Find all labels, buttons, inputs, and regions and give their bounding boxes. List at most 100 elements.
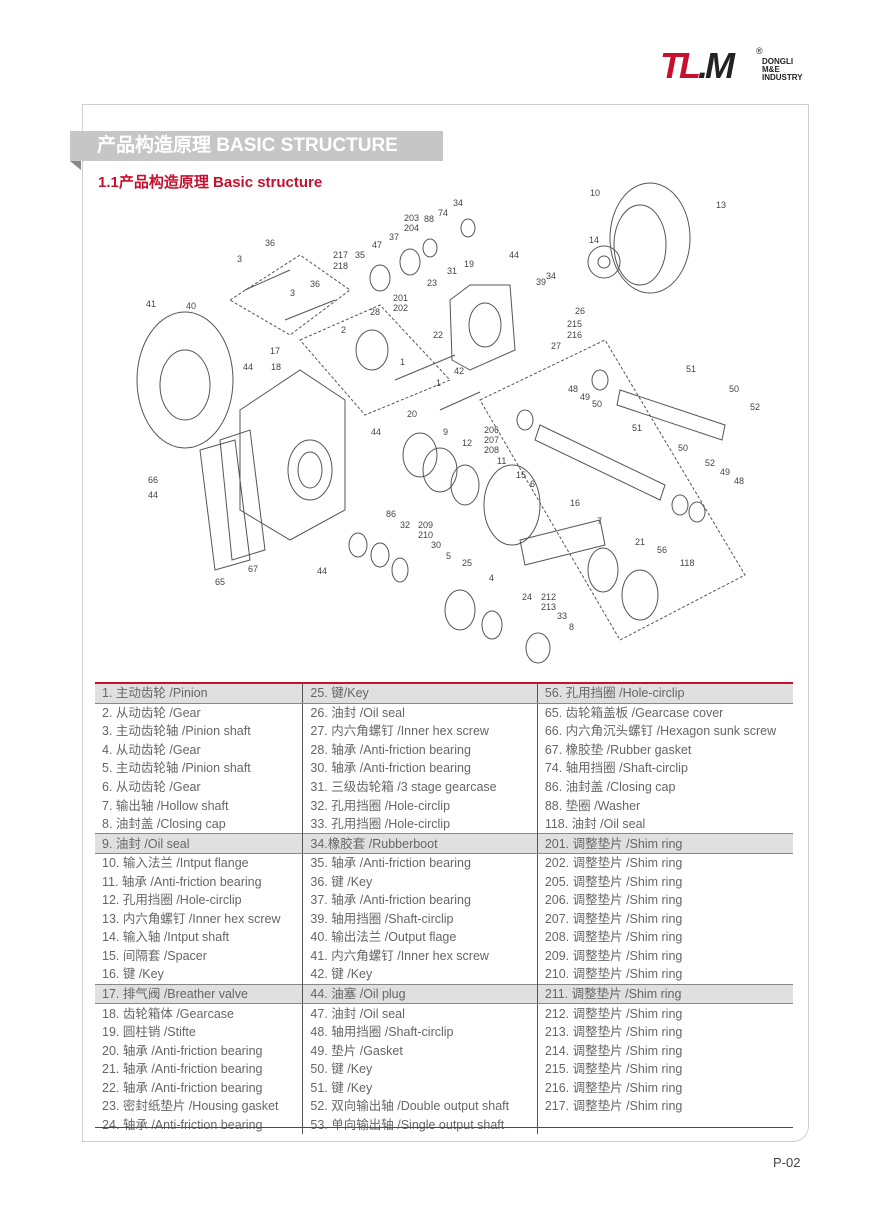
callout-label: 1 — [436, 378, 441, 388]
diagram-parts — [136, 182, 726, 664]
callout-label: 37 — [389, 232, 399, 242]
part-cell: 201. 调整垫片 /Shim ring — [536, 833, 793, 854]
part-cell: 11. 轴承 /Anti-friction bearing — [102, 874, 262, 889]
logo-line: M&E — [762, 65, 780, 74]
part-cell: 52. 双向输出轴 /Double output shaft — [302, 1097, 538, 1116]
callout-label: 204 — [404, 223, 419, 233]
callout-label: 9 — [443, 427, 448, 437]
part-cell: 214. 调整垫片 /Shim ring — [536, 1041, 793, 1060]
part-cell: 53. 单向输出轴 /Single output shaft — [302, 1115, 538, 1135]
part-cell: 16. 键 /Key — [102, 967, 164, 982]
callout-label: 51 — [632, 423, 642, 433]
double-output-shaft — [616, 389, 726, 441]
callout-label: 66 — [148, 475, 158, 485]
part-cell: 202. 调整垫片 /Shim ring — [536, 853, 793, 873]
page-number: P-02 — [773, 1155, 801, 1170]
callout-label: 44 — [371, 427, 381, 437]
callout-label: 49 — [720, 467, 730, 477]
callout-label: 206 — [484, 425, 499, 435]
callout-label: 16 — [570, 498, 580, 508]
part-cell: 17. 排气阀 /Breather valve — [95, 983, 303, 1005]
callout-label: 21 — [635, 537, 645, 547]
part-cell: 210. 调整垫片 /Shim ring — [536, 965, 793, 985]
part-cell: 215. 调整垫片 /Shim ring — [536, 1059, 793, 1079]
callout-label: 51 — [686, 364, 696, 374]
callout-label: 19 — [464, 259, 474, 269]
callout-label: 28 — [370, 307, 380, 317]
callout-label: 31 — [447, 266, 457, 276]
section-header-bar: 产品构造原理 BASIC STRUCTURE — [70, 131, 443, 161]
callout-label: 44 — [317, 566, 327, 576]
callout-label: 44 — [509, 250, 519, 260]
callout-label: 47 — [372, 240, 382, 250]
part-cell: 207. 调整垫片 /Shim ring — [536, 909, 793, 929]
callout-label: 33 — [557, 611, 567, 621]
table-row: 23. 密封纸垫片 /Housing gasket 52. 双向输出轴 /Doub… — [95, 1097, 793, 1116]
callout-label: 12 — [462, 438, 472, 448]
part-cell: 20. 轴承 /Anti-friction bearing — [102, 1043, 263, 1058]
callout-label: 210 — [418, 530, 433, 540]
part-cell: 18. 齿轮箱体 /Gearcase — [102, 1006, 234, 1021]
part-cell: 21. 轴承 /Anti-friction bearing — [102, 1062, 263, 1077]
part-cell: 10. 输入法兰 /Intput flange — [102, 856, 249, 871]
part-cell: 35. 轴承 /Anti-friction bearing — [302, 853, 538, 873]
callout-label: 209 — [418, 520, 433, 530]
main-gearcase — [239, 369, 346, 541]
callout-label: 36 — [265, 238, 275, 248]
callout-label: 218 — [333, 261, 348, 271]
gear-2 — [355, 329, 389, 371]
header-fold — [70, 161, 81, 170]
part-cell: 1. 主动齿轮 /Pinion — [95, 681, 303, 704]
company-logo: TL.M ® DONGLI M&E INDUSTRY — [660, 46, 810, 88]
part-cell: 40. 输出法兰 /Output flage — [302, 928, 538, 947]
callout-label: 203 — [404, 213, 419, 223]
part-cell: 211. 调整垫片 /Shim ring — [536, 983, 793, 1005]
part-cell: 86. 油封盖 /Closing cap — [536, 777, 793, 797]
part-cell: 31. 三级齿轮箱 /3 stage gearcase — [302, 777, 538, 797]
callout-label: 14 — [589, 235, 599, 245]
callout-label: 22 — [433, 330, 443, 340]
callout-label: 39 — [536, 277, 546, 287]
callout-label: 208 — [484, 445, 499, 455]
part-cell: 8. 油封盖 /Closing cap — [102, 817, 226, 832]
part-cell: 28. 轴承 /Anti-friction bearing — [302, 740, 538, 760]
callout-label: 8 — [569, 622, 574, 632]
part-cell: 74. 轴用挡圈 /Shaft-circlip — [536, 759, 793, 778]
callout-label: 20 — [407, 409, 417, 419]
part-cell: 9. 油封 /Oil seal — [95, 833, 303, 854]
part-cell: 65. 齿轮箱盖板 /Gearcase cover — [536, 703, 793, 723]
part-cell: 206. 调整垫片 /Shim ring — [536, 891, 793, 910]
part-cell: 216. 调整垫片 /Shim ring — [536, 1078, 793, 1098]
logo-line: DONGLI — [762, 57, 794, 66]
stage-gearcase — [449, 284, 516, 371]
part-cell: 50. 键 /Key — [302, 1059, 538, 1079]
callout-labels: 1013347488203204374736352172184419143313… — [146, 188, 760, 632]
hollow-shaft — [519, 519, 606, 566]
input-shaft — [587, 245, 621, 279]
part-cell: 208. 调整垫片 /Shim ring — [536, 928, 793, 947]
part-cell: 23. 密封纸垫片 /Housing gasket — [102, 1099, 279, 1114]
callout-label: 50 — [592, 399, 602, 409]
callout-label: 67 — [248, 564, 258, 574]
part-cell: 36. 键 /Key — [302, 872, 538, 892]
callout-label: 74 — [438, 208, 448, 218]
callout-label: 7 — [597, 516, 602, 526]
callout-label: 42 — [454, 366, 464, 376]
page-frame — [82, 104, 809, 1142]
callout-label: 30 — [431, 540, 441, 550]
logo-mark: TL.M — [660, 48, 735, 84]
callout-label: 50 — [678, 443, 688, 453]
callout-label: 41 — [146, 299, 156, 309]
callout-label: 23 — [427, 278, 437, 288]
